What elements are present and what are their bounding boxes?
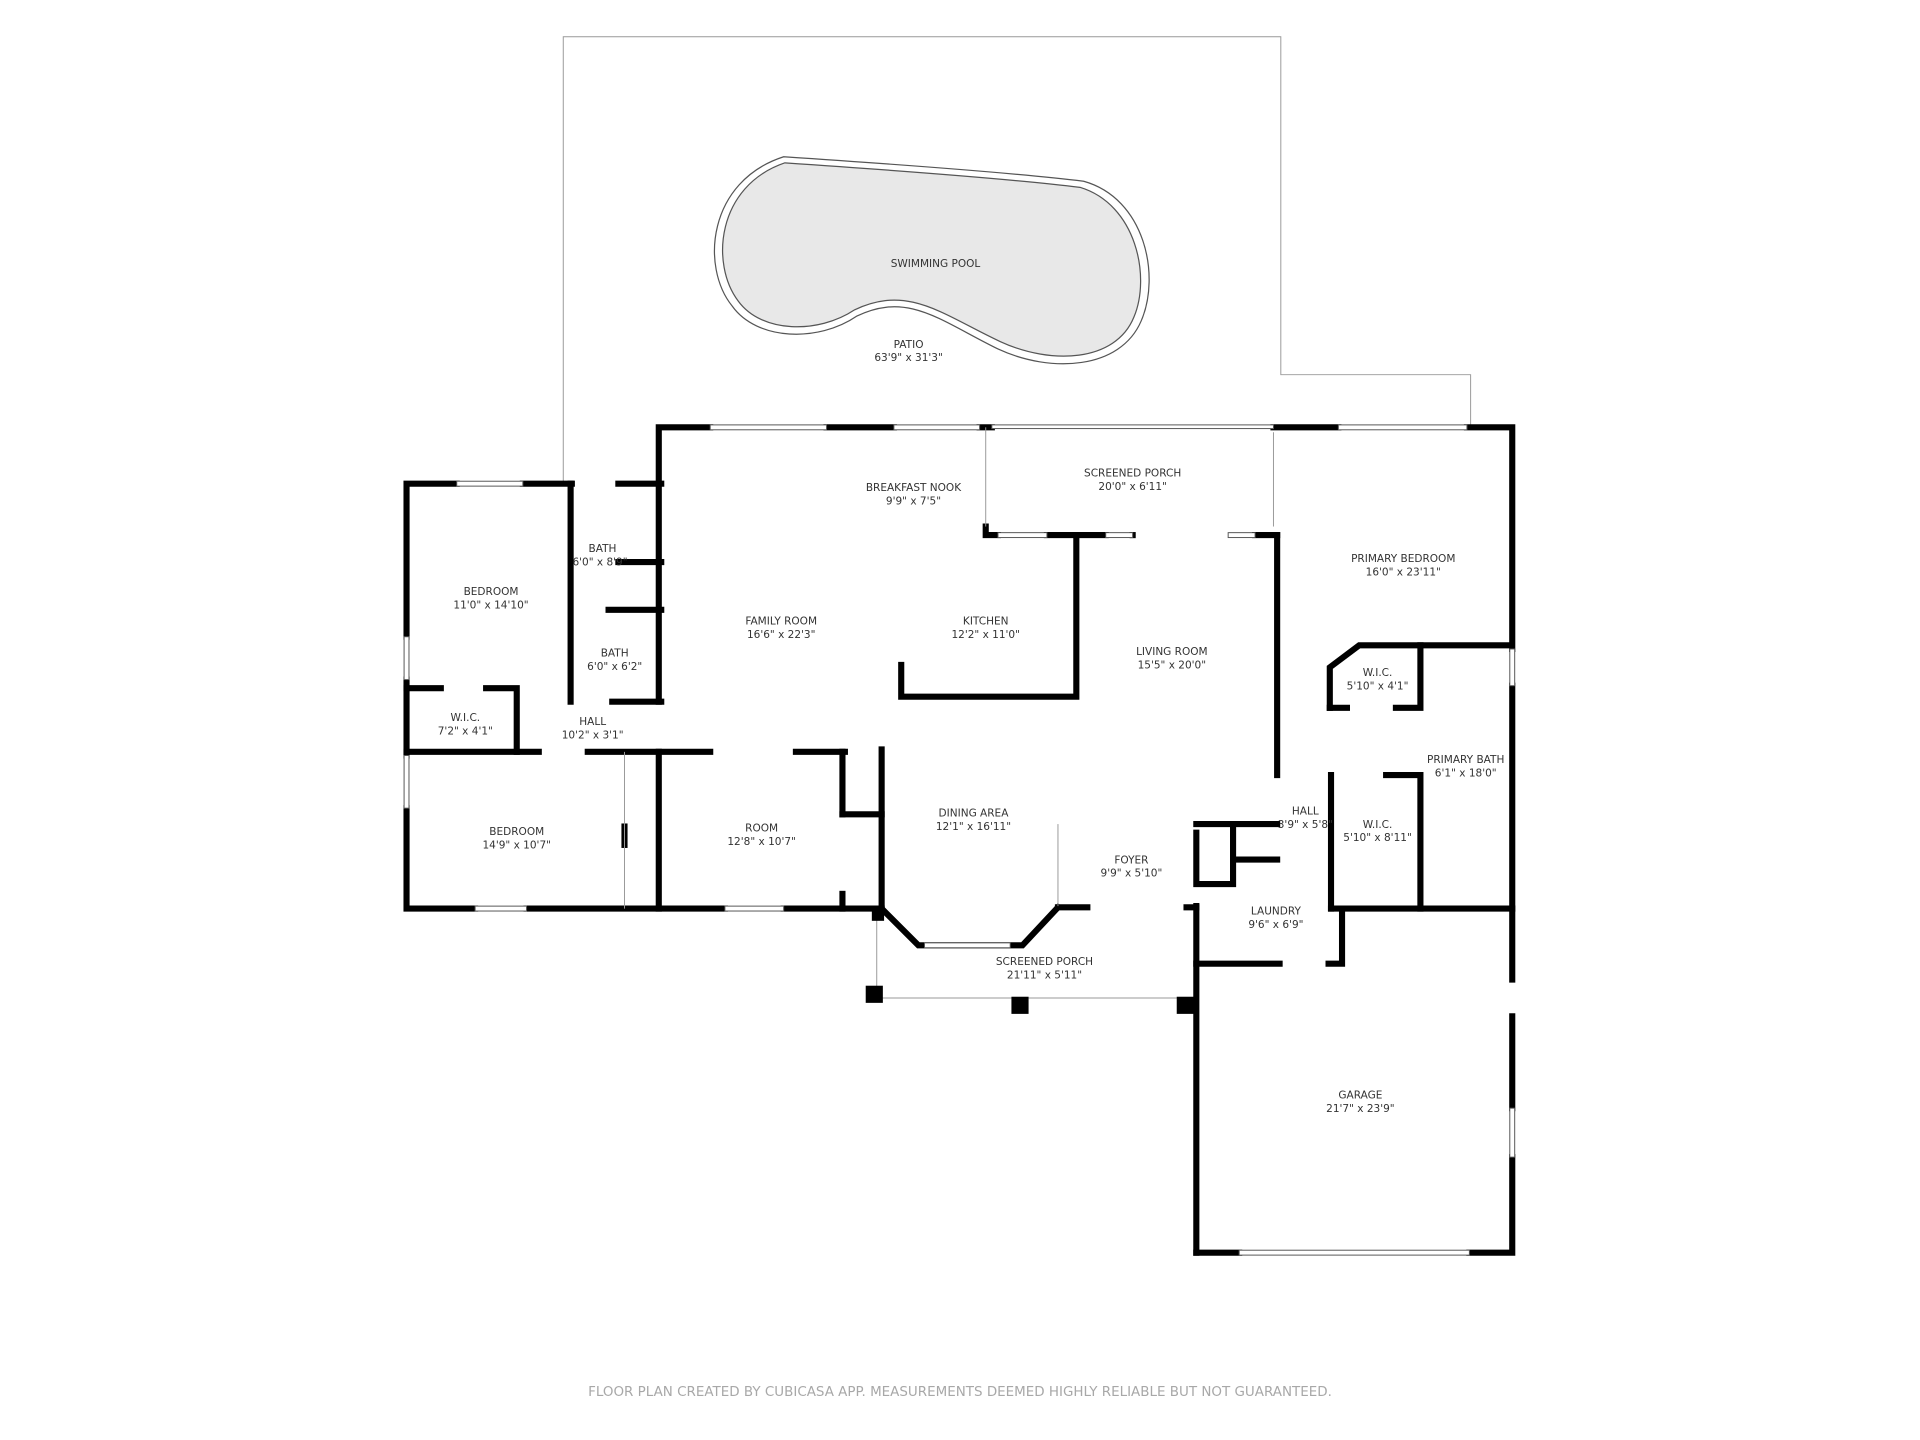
room-label-screened-porch-rear: SCREENED PORCH xyxy=(1084,467,1181,479)
room-dims-family-room: 16'6" x 22'3" xyxy=(747,629,816,641)
room-label-bedroom-1: BEDROOM xyxy=(464,586,519,598)
room-label-room: ROOM xyxy=(745,822,778,834)
room-dims-bedroom-1: 11'0" x 14'10" xyxy=(453,600,528,612)
room-label-primary-bedroom: PRIMARY BEDROOM xyxy=(1351,553,1455,565)
room-dims-foyer: 9'9" x 5'10" xyxy=(1101,868,1163,880)
room-dims-wic-primary: 5'10" x 4'1" xyxy=(1347,680,1409,692)
footer-disclaimer: FLOOR PLAN CREATED BY CUBICASA APP. MEAS… xyxy=(588,1385,1332,1400)
room-label-breakfast-nook: BREAKFAST NOOK xyxy=(866,482,962,494)
room-label-bath-2: BATH xyxy=(601,647,629,659)
room-dims-hall-west: 10'2" x 3'1" xyxy=(562,729,624,741)
room-label-bath-1: BATH xyxy=(588,543,616,555)
room-dims-dining-area: 12'1" x 16'11" xyxy=(936,821,1011,833)
room-label-garage: GARAGE xyxy=(1338,1089,1382,1101)
room-label-family-room: FAMILY ROOM xyxy=(745,615,817,627)
room-label-hall-west: HALL xyxy=(579,716,606,728)
room-label-swimming-pool: SWIMMING POOL xyxy=(891,258,981,270)
room-label-patio: PATIO xyxy=(894,339,924,351)
room-label-wic-primary: W.I.C. xyxy=(1363,667,1393,679)
room-dims-room: 12'8" x 10'7" xyxy=(727,836,796,848)
room-label-kitchen: KITCHEN xyxy=(963,615,1009,627)
room-label-wic-primary-2: W.I.C. xyxy=(1363,819,1393,831)
room-label-living-room: LIVING ROOM xyxy=(1136,646,1208,658)
room-dims-kitchen: 12'2" x 11'0" xyxy=(951,629,1020,641)
room-dims-bath-2: 6'0" x 6'2" xyxy=(587,661,642,673)
room-dims-breakfast-nook: 9'9" x 7'5" xyxy=(886,495,941,507)
room-dims-living-room: 15'5" x 20'0" xyxy=(1138,660,1207,672)
room-dims-screened-porch-rear: 20'0" x 6'11" xyxy=(1098,481,1167,493)
room-dims-primary-bedroom: 16'0" x 23'11" xyxy=(1366,567,1441,579)
room-label-bedroom-2: BEDROOM xyxy=(489,826,544,838)
room-dims-garage: 21'7" x 23'9" xyxy=(1326,1103,1395,1115)
room-dims-primary-bath: 6'1" x 18'0" xyxy=(1435,767,1497,779)
patio-outline xyxy=(562,36,1472,484)
room-dims-patio: 63'9" x 31'3" xyxy=(874,352,943,364)
room-label-laundry: LAUNDRY xyxy=(1251,906,1302,918)
room-label-dining-area: DINING AREA xyxy=(939,808,1010,820)
room-dims-screened-porch-front: 21'11" x 5'11" xyxy=(1007,969,1082,981)
room-dims-bedroom-2: 14'9" x 10'7" xyxy=(482,840,551,852)
room-dims-laundry: 9'6" x 6'9" xyxy=(1248,919,1303,931)
room-label-wic-bedroom: W.I.C. xyxy=(450,712,480,724)
room-labels: SWIMMING POOL PATIO 63'9" x 31'3" BREAKF… xyxy=(438,258,1505,1115)
room-label-primary-bath: PRIMARY BATH xyxy=(1427,754,1504,766)
windows xyxy=(403,424,1516,1256)
room-dims-hall-east: 3'9" x 5'8" xyxy=(1278,819,1333,831)
room-label-foyer: FOYER xyxy=(1114,854,1148,866)
room-label-screened-porch-front: SCREENED PORCH xyxy=(996,956,1093,968)
room-dims-wic-primary-2: 5'10" x 8'11" xyxy=(1343,832,1412,844)
room-dims-wic-bedroom: 7'2" x 4'1" xyxy=(438,726,493,738)
room-dims-bath-1: 6'0" x 8'9" xyxy=(572,557,627,569)
swimming-pool-shape xyxy=(713,156,1150,365)
room-label-hall-east: HALL xyxy=(1292,805,1319,817)
